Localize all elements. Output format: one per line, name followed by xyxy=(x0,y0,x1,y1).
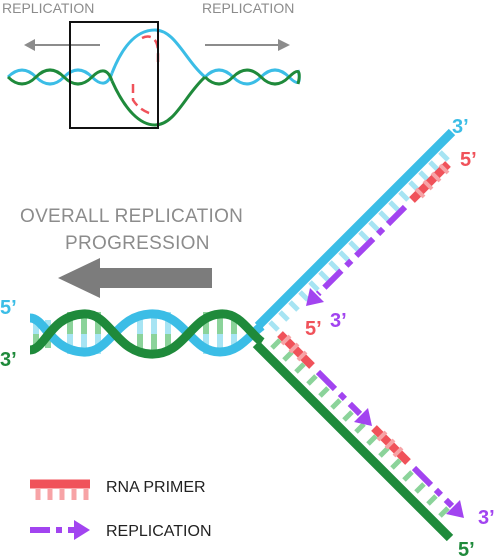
upper-arm xyxy=(254,128,456,332)
helix-cyan-strand xyxy=(29,309,265,357)
overall-label-line1: OVERALL REPLICATION xyxy=(20,206,243,227)
legend: RNA PRIMER REPLICATION xyxy=(30,479,212,540)
overall-progression: OVERALL REPLICATION PROGRESSION xyxy=(20,206,243,298)
top-right-arrow xyxy=(205,39,290,51)
overall-progression-arrow xyxy=(58,258,212,298)
legend-primer-swatch xyxy=(30,479,90,500)
overall-label-line2: PROGRESSION xyxy=(65,233,210,254)
upper-three-prime-label: 3’ xyxy=(452,116,469,138)
upper-template-rungs xyxy=(268,150,450,332)
lower-new-three-prime-label: 3’ xyxy=(478,507,495,529)
main-helix xyxy=(29,309,265,359)
upper-primer-five-prime-label: 5’ xyxy=(460,149,477,171)
left-three-prime-label: 3’ xyxy=(0,349,17,371)
lower-arm xyxy=(252,331,464,542)
top-right-helix xyxy=(203,68,301,86)
legend-replication-swatch xyxy=(30,520,90,540)
replication-bubble xyxy=(110,28,207,127)
upper-rna-primer xyxy=(409,161,451,203)
upper-new-strand xyxy=(306,204,408,306)
legend-primer-label: RNA PRIMER xyxy=(106,479,206,496)
overview-panel: REPLICATION REPLICATION xyxy=(2,0,301,129)
helix-green-strand xyxy=(29,309,265,359)
legend-replication-label: REPLICATION xyxy=(106,523,212,540)
lower-primer-five-prime-label: 5’ xyxy=(305,318,322,340)
strand-end-labels: 5’ 3’ 3’ 5’ 3’ 5’ 3’ 5’ xyxy=(0,116,495,559)
lower-five-prime-label: 5’ xyxy=(458,539,475,559)
upper-new-three-prime-label: 3’ xyxy=(330,310,347,332)
lower-rna-primer-1 xyxy=(277,331,315,369)
top-left-replication-label: REPLICATION xyxy=(2,0,94,16)
left-five-prime-label: 5’ xyxy=(0,297,17,319)
lower-rna-primer-2 xyxy=(371,425,411,465)
lower-new-strand-2 xyxy=(411,465,464,518)
zoom-box xyxy=(69,21,159,129)
lower-new-strand-1 xyxy=(315,369,372,426)
top-right-replication-label: REPLICATION xyxy=(202,0,294,16)
lower-template-rungs xyxy=(270,338,450,518)
lower-template-strand xyxy=(252,340,454,542)
top-left-arrow xyxy=(24,39,100,51)
top-left-helix xyxy=(6,68,114,86)
upper-template-strand xyxy=(254,128,456,330)
